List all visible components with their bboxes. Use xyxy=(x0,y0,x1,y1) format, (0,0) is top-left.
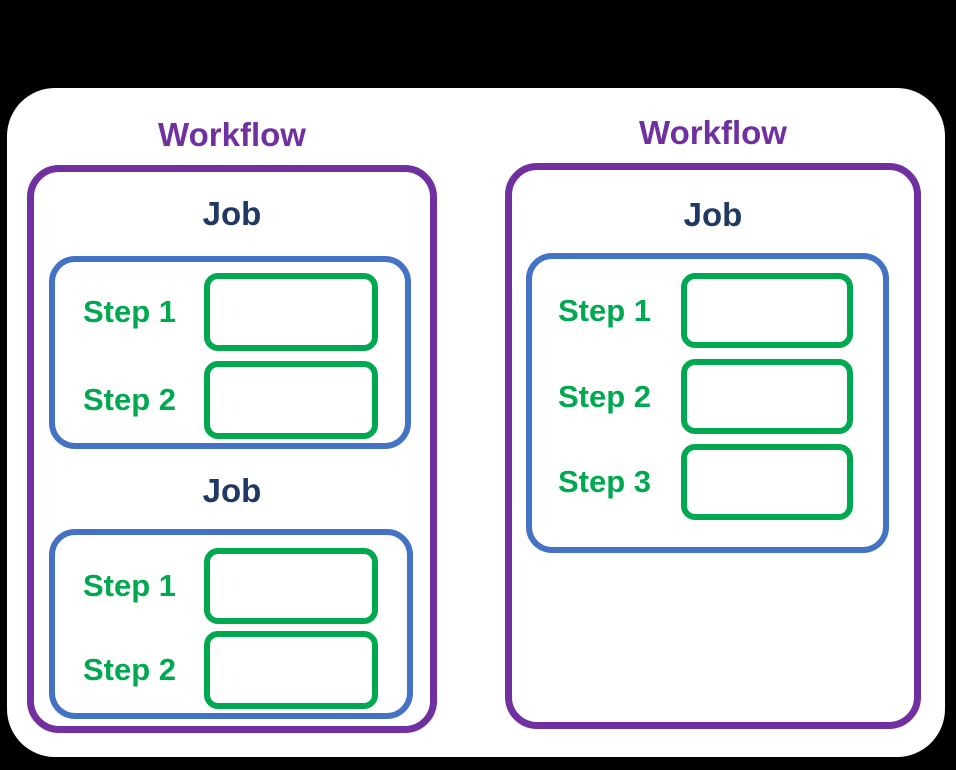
workflow-2: Workflow Job Step 1 Step 2 Step 3 xyxy=(505,108,921,729)
step-row: Step 3 xyxy=(532,444,883,520)
step-box xyxy=(681,444,853,520)
workflow-1-box: Job Step 1 Step 2 Job Step 1 xyxy=(27,165,437,733)
workflow-1-job-1-title: Job xyxy=(202,195,262,232)
workflow-2-job-1-title: Job xyxy=(683,196,743,233)
step-box xyxy=(204,631,378,709)
workflow-2-box: Job Step 1 Step 2 Step 3 xyxy=(505,163,921,729)
step-box xyxy=(681,273,853,348)
step-label: Step 1 xyxy=(83,568,177,603)
step-label: Step 1 xyxy=(558,292,652,328)
step-row: Step 2 xyxy=(55,631,407,709)
workflow-2-title: Workflow xyxy=(639,114,787,151)
step-box xyxy=(204,273,378,351)
step-box xyxy=(204,361,378,439)
workflow-1: Workflow Job Step 1 Step 2 Job xyxy=(27,110,437,733)
workflow-1-job-1-box: Step 1 Step 2 xyxy=(49,256,411,449)
step-label: Step 1 xyxy=(83,294,177,329)
workflow-1-job-2-box: Step 1 Step 2 xyxy=(49,529,413,719)
workflow-1-job-2-title: Job xyxy=(202,472,262,509)
step-row: Step 1 xyxy=(55,273,405,351)
step-label: Step 2 xyxy=(83,652,177,687)
diagram-card: Workflow Job Step 1 Step 2 Job xyxy=(7,88,945,757)
step-row: Step 1 xyxy=(55,548,407,624)
step-label: Step 3 xyxy=(558,464,652,499)
step-row: Step 1 xyxy=(532,273,883,348)
step-box xyxy=(681,359,853,434)
workflow-1-title: Workflow xyxy=(158,116,306,153)
step-box xyxy=(204,548,378,624)
step-row: Step 2 xyxy=(532,359,883,434)
step-label: Step 2 xyxy=(83,382,177,417)
step-label: Step 2 xyxy=(558,378,652,414)
workflow-2-job-1-box: Step 1 Step 2 Step 3 xyxy=(526,253,889,553)
step-row: Step 2 xyxy=(55,361,405,439)
